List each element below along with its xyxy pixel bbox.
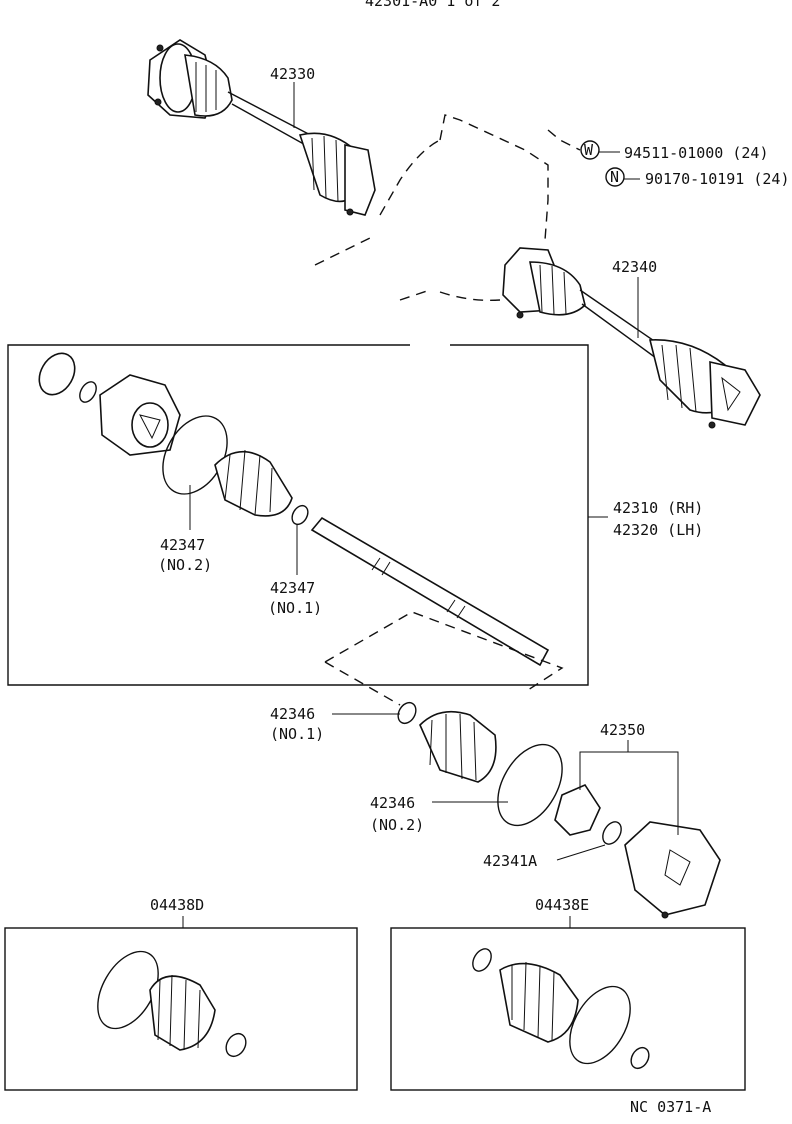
label-42330: 42330	[270, 65, 315, 83]
snap-ring	[79, 381, 97, 403]
boot-clamp-no1	[291, 504, 309, 526]
boot-kit-04438d-components	[97, 950, 247, 1058]
boot-kit-04438e-components	[472, 948, 650, 1070]
nut-symbol-icon	[605, 167, 625, 187]
label-42320-lh: 42320 (LH)	[613, 521, 703, 539]
label-42347-no2-sub: (NO.2)	[158, 556, 212, 574]
snap-ring-42341a	[602, 821, 622, 845]
label-04438d: 04438D	[150, 896, 204, 914]
tripod-joint	[554, 783, 601, 836]
shaft	[310, 516, 550, 667]
label-42346-no1-sub: (NO.1)	[270, 725, 324, 743]
outer-boot	[214, 450, 293, 517]
diagram-reference: NC 0371-A	[630, 1098, 711, 1116]
dust-cap	[38, 352, 76, 396]
boot-clamp-42346-no1	[397, 701, 417, 725]
drive-shaft-assembly-42330	[147, 39, 376, 216]
boot-clamp-42346-no2	[497, 743, 563, 827]
label-42341a: 42341A	[483, 852, 537, 870]
label-42347-no1-num: 42347	[270, 579, 315, 597]
label-42347-no1-sub: (NO.1)	[268, 599, 322, 617]
label-42346-no1-num: 42346	[270, 705, 315, 723]
nut-symbol: N	[610, 168, 619, 186]
sheet-header: 42301-A0 1 of 2	[365, 0, 500, 10]
drive-shaft-assembly-42340	[502, 247, 761, 429]
alignment-line-top	[314, 114, 549, 302]
inner-boot	[419, 710, 497, 783]
washer-symbol-icon	[580, 140, 600, 160]
fastener-callouts: W 94511-01000 (24) N 90170-10191 (24)	[547, 129, 790, 188]
inner-joint-guide	[324, 611, 564, 706]
label-42350: 42350	[600, 721, 645, 739]
label-42310-rh: 42310 (RH)	[613, 499, 703, 517]
inner-joint-components	[397, 701, 721, 919]
boot-kit-04438d-frame	[4, 927, 358, 1091]
label-42340: 42340	[612, 258, 657, 276]
washer-symbol: W	[584, 141, 594, 159]
label-42347-no2-num: 42347	[160, 536, 205, 554]
nut-part-number: 90170-10191 (24)	[645, 170, 790, 188]
washer-part-number: 94511-01000 (24)	[624, 144, 769, 162]
exploded-components	[38, 352, 550, 667]
exploded-view-frame	[7, 344, 589, 686]
inner-joint-housing	[624, 821, 721, 916]
label-04438e: 04438E	[535, 896, 589, 914]
label-42346-no2-num: 42346	[370, 794, 415, 812]
label-42346-no2-sub: (NO.2)	[370, 816, 424, 834]
boot-kit-04438e-frame	[390, 927, 746, 1091]
